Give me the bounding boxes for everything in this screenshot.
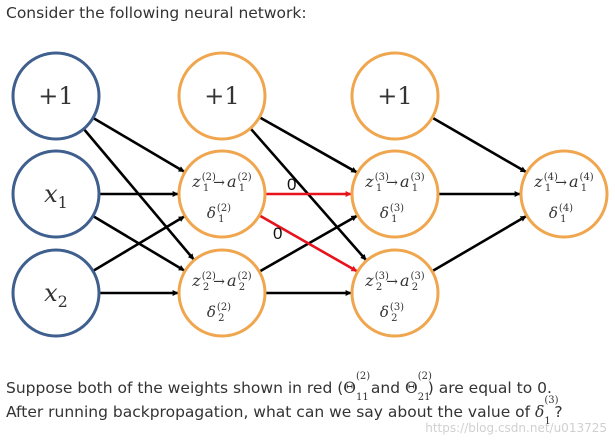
neuron-l3-2: z(3)2→a(3)2 δ(3)2 bbox=[350, 248, 440, 338]
neuron-l2-2-delta: δ(2)2 bbox=[207, 302, 231, 324]
edges bbox=[82, 116, 527, 296]
neuron-l3-1: z(3)1→a(3)1 δ(3)1 bbox=[350, 149, 440, 239]
question-text: Suppose both of the weights shown in red… bbox=[6, 371, 563, 427]
neuron-l4-1-delta: δ(4)1 bbox=[549, 203, 573, 225]
weight-label-theta21: 0 bbox=[273, 224, 282, 243]
neuron-l4-1-z-to-a: z(4)1→a(4)1 bbox=[533, 172, 594, 194]
watermark: https://blog.csdn.net/u013725 bbox=[425, 421, 607, 435]
input-bias-node: +1 bbox=[11, 51, 101, 141]
nodes: +1 x1 x2 +1 z(2)1→a(2)1 δ(2)1 bbox=[11, 51, 609, 338]
layer3-bias-label: +1 bbox=[377, 82, 412, 110]
layer3-bias-node: +1 bbox=[350, 51, 440, 141]
input-x2-label: x2 bbox=[44, 279, 68, 311]
neuron-l2-2: z(2)2→a(2)2 δ(2)2 bbox=[177, 248, 267, 338]
edge-theta21-to-l3-2 bbox=[258, 214, 358, 273]
neuron-l3-1-delta: δ(3)1 bbox=[380, 203, 404, 225]
edge-x2-to-l2-1 bbox=[92, 215, 185, 273]
edge-bias2-to-l3-1 bbox=[258, 116, 358, 174]
theta-11-symbol: Θ(2)11 bbox=[343, 371, 371, 403]
theta-21-symbol: Θ(2)21 bbox=[405, 371, 432, 403]
intro-text: Consider the following neural network: bbox=[6, 4, 307, 22]
neuron-l3-1-z-to-a: z(3)1→a(3)1 bbox=[364, 172, 425, 194]
neuron-l4-1: z(4)1→a(4)1 δ(4)1 bbox=[519, 149, 609, 239]
question-line-1: Suppose both of the weights shown in red… bbox=[6, 371, 552, 403]
question-line-2: After running backpropagation, what can … bbox=[6, 395, 563, 427]
neuron-l3-2-delta: δ(3)2 bbox=[380, 302, 404, 324]
neuron-l2-1-z-to-a: z(2)1→a(2)1 bbox=[191, 172, 252, 194]
edge-l3-2-to-output bbox=[431, 215, 527, 273]
input-x1-node: x1 bbox=[11, 149, 101, 239]
input-bias-label: +1 bbox=[38, 82, 73, 110]
input-x2-node: x2 bbox=[11, 248, 101, 338]
neuron-l2-2-z-to-a: z(2)2→a(2)2 bbox=[191, 271, 252, 293]
edge-bias1-to-l2-1 bbox=[92, 116, 185, 173]
layer2-bias-label: +1 bbox=[204, 82, 239, 110]
layer2-bias-node: +1 bbox=[177, 51, 267, 141]
neural-network-diagram: +1 x1 x2 +1 z(2)1→a(2)1 δ(2)1 bbox=[11, 51, 609, 338]
neuron-l2-1: z(2)1→a(2)1 δ(2)1 bbox=[177, 149, 267, 239]
edge-bias3-to-output bbox=[431, 116, 527, 174]
neuron-l2-1-delta: δ(2)1 bbox=[207, 203, 231, 225]
neuron-l3-2-z-to-a: z(3)2→a(3)2 bbox=[364, 271, 425, 293]
weight-label-theta11: 0 bbox=[287, 175, 296, 194]
input-x1-label: x1 bbox=[44, 180, 68, 212]
delta-1-3-symbol: δ(3)1 bbox=[535, 395, 559, 427]
